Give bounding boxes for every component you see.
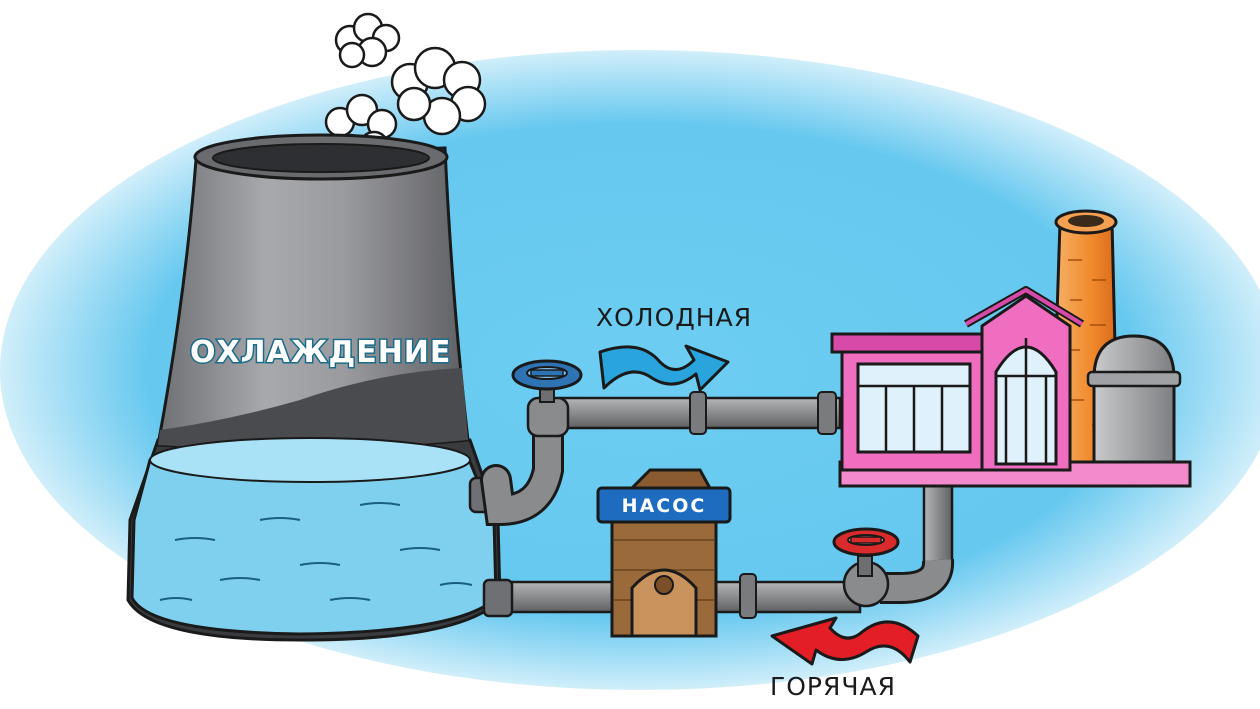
arrow-left-icon — [770, 616, 920, 666]
valve-wheel-icon — [511, 359, 583, 391]
valve-wheel-icon — [832, 527, 900, 557]
steam-clouds — [324, 12, 487, 163]
hot-flow-label: ГОРЯЧАЯ — [770, 672, 896, 701]
arrow-right-icon — [598, 344, 730, 392]
factory — [830, 209, 1192, 488]
cold-pipe — [468, 379, 842, 527]
cooling-tower: ОХЛАЖДЕНИЕ — [126, 133, 502, 642]
cloud-icon — [334, 12, 401, 69]
cold-flow-label: ХОЛОДНАЯ — [596, 303, 752, 332]
pump-label: НАСОС — [622, 495, 707, 517]
cloud-icon — [390, 46, 487, 136]
cooling-label: ОХЛАЖДЕНИЕ — [190, 335, 451, 370]
pump-house: НАСОС — [596, 468, 732, 638]
water-ripples — [159, 502, 473, 601]
